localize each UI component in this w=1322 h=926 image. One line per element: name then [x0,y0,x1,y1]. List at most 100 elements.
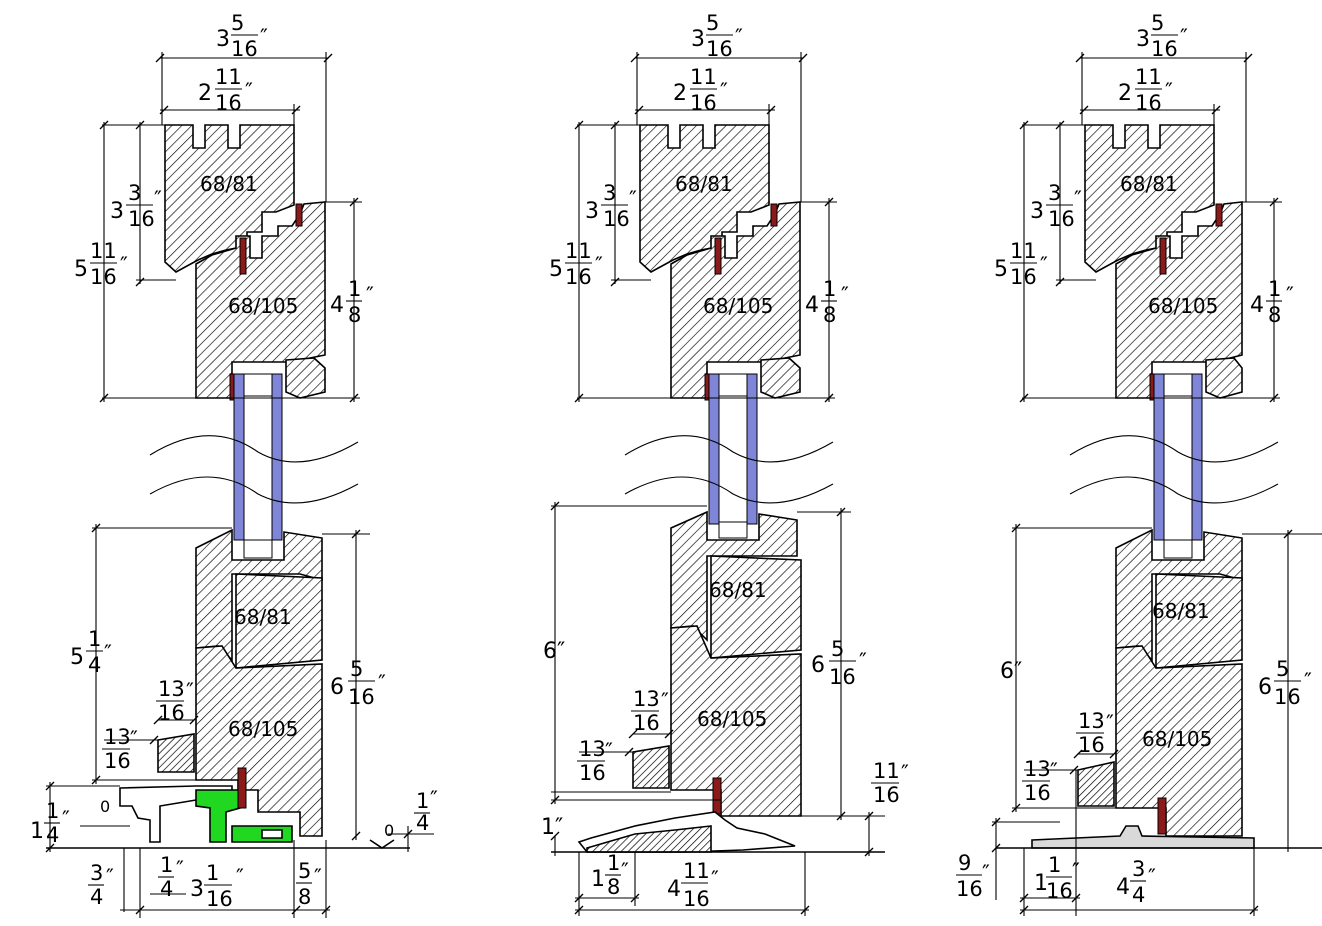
dim-overall-width: 3 5 16 ″ [1136,11,1188,61]
dim-sill-width: 3 1 16 ″ [190,861,244,911]
dim-unit: ″ [841,283,849,307]
dim-numerator: 1 [1268,277,1281,301]
dim-numerator: 1 [160,853,173,877]
dim-whole: 1 [1034,871,1048,896]
dim-denominator: 16 [215,91,242,115]
dim-denominator: 16 [633,711,660,735]
dim-top-total-height: 5 11 16 ″ [74,239,128,289]
dim-numerator: 5 [1151,11,1164,35]
dim-denominator: 16 [1151,37,1178,61]
dim-overall-width: 3 5 16 ″ [216,11,268,61]
dim-drip-a: 13 16 ″ [1076,709,1114,757]
dim-unit: ″ [104,641,112,665]
dim-unit: ″ [1286,283,1294,307]
dim-denominator: 8 [298,885,311,909]
dim-denominator: 16 [1274,685,1301,709]
dim-numerator: 11 [1135,65,1162,89]
dim-numerator: 13 [633,687,660,711]
dim-bottom-right-height: 6 5 16 ″ [330,657,386,709]
gasket-sill [237,767,247,809]
label-profile-bottom-lower: 68/105 [697,707,767,731]
label-profile-bottom-upper: 68/81 [1152,599,1210,623]
dim-denominator: 8 [1268,303,1281,327]
dim-whole: 6 [330,675,344,700]
dim-top-frame-height: 4 1 8 ″ [330,277,374,327]
dim-drip-a: 13 16 ″ [156,677,194,725]
dim-unit: ″ [378,671,386,695]
dim-denominator: 4 [46,823,59,847]
dim-whole: 6 [1258,675,1272,700]
dim-numerator: 13 [1078,709,1105,733]
bottom-upper-profile-b [235,573,323,669]
dim-threshold-height: 1″ [541,815,563,840]
dim-whole: 6 [811,653,825,678]
dim-drip-b: 13 16 ″ [577,737,613,785]
dim-bottom-left-height: 5 1 4 ″ [70,627,112,677]
dim-denominator: 16 [956,877,983,901]
dim-whole: 3 [216,27,230,52]
dim-whole: 4 [667,877,681,902]
dim-denominator: 16 [128,207,155,231]
dim-numerator: 11 [215,65,242,89]
dim-numerator: 1 [607,851,620,875]
glass-pane-right [271,373,283,541]
label-zero-left: 0 [100,797,110,816]
break-line-top [149,435,359,463]
spacer-bottom [243,539,273,559]
dim-denominator: 16 [1010,265,1037,289]
top-sash-profile [164,124,295,273]
dim-numerator: 11 [690,65,717,89]
dim-numerator: 13 [1024,757,1051,781]
dim-unit: ″ [186,679,194,703]
dim-numerator: 3 [128,181,141,205]
dim-denominator: 16 [565,265,592,289]
label-profile-top: 68/81 [200,172,258,196]
dim-plate-width: 4 3 4 ″ [1116,857,1156,907]
dim-whole: 3 [691,27,705,52]
break-line-bottom [149,476,359,504]
dim-denominator: 16 [603,207,630,231]
dim-denominator: 16 [690,91,717,115]
dim-drip-a: 13 16 ″ [631,687,669,735]
dim-sill-step: 1 4 ″ [414,787,438,835]
dim-whole: 4 [1250,293,1264,318]
dim-whole: 2 [198,81,212,106]
dim-unit: ″ [314,865,322,889]
dim-numerator: 5 [231,11,244,35]
dim-denominator: 16 [348,685,375,709]
dim-denominator: 16 [104,749,131,773]
label-profile-top: 68/81 [1120,172,1178,196]
dim-whole: 3 [110,199,124,224]
dim-denominator: 8 [348,303,361,327]
label-zero-right: 0 [384,821,394,840]
dim-unit: ″ [1304,669,1312,693]
dim-denominator: 16 [1046,879,1073,903]
dim-numerator: 11 [1010,239,1037,263]
section-3-flat-plate: 68/81 68/105 68/81 68/105 3 5 16 ″ 2 11 … [956,11,1322,916]
dim-numerator: 1 [1048,853,1061,877]
spacer-top [243,373,273,397]
drip-profile [157,733,195,773]
dim-unit: ″ [720,79,728,103]
dim-denominator: 16 [206,887,233,911]
dim-plate-height: 9 16 ″ [956,851,990,901]
dim-denominator: 16 [1048,207,1075,231]
dim-whole: 1 [591,867,605,892]
dim-unit: ″ [245,79,253,103]
glass-pane-right [1191,373,1203,541]
glass-pane-left [1153,373,1165,541]
dimension-lines [991,52,1322,916]
dim-unit: ″ [106,865,114,889]
dim-numerator: 3 [603,181,616,205]
dim-denominator: 16 [683,887,710,911]
dimension-lines [550,52,885,916]
dim-bottom-left-height: 6″ [1000,659,1022,684]
dim-unit: ″ [1165,79,1173,103]
dim-whole: 4 [330,293,344,318]
glazing-bead-top [285,357,326,399]
dim-denominator: 4 [88,653,101,677]
label-profile-top-lower: 68/105 [1148,294,1218,318]
dim-numerator: 9 [958,851,971,875]
dim-unit: ″ [120,253,128,277]
